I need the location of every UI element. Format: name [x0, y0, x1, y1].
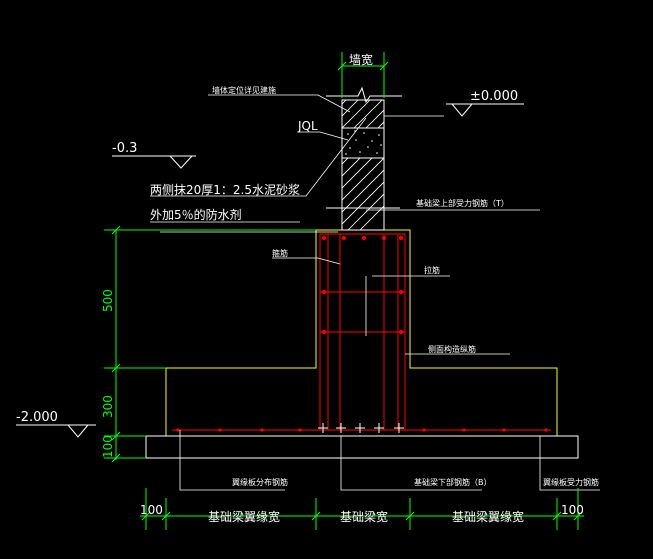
dim-h-100: 100	[101, 435, 115, 458]
wall-outline	[341, 99, 385, 231]
label-stirrup: 箍筋	[272, 248, 288, 258]
label-slab-main-bars: 翼缘板受力钢筋	[543, 477, 599, 487]
leader-slab-main	[539, 436, 600, 491]
elevation-marks	[16, 103, 524, 438]
label-slab-distribution-bars: 翼缘板分布钢筋	[232, 477, 288, 487]
elev-mark-03-tri	[169, 155, 193, 169]
label-top-bars: 基础梁上部受力钢筋（T）	[416, 198, 509, 208]
leader-wall-note	[208, 94, 351, 113]
dimension-lines	[104, 52, 584, 530]
label-mortar-line2: 外加5％的防水剂	[150, 207, 242, 222]
leader-bottom-bars	[340, 436, 482, 491]
elev-mark-2-tri	[67, 424, 89, 438]
leader-lines	[150, 94, 600, 491]
dim-wall-width: 墙宽	[349, 52, 373, 67]
dim-h-300: 300	[101, 395, 115, 418]
beam-and-flange-outline	[165, 229, 558, 436]
bedding-layer	[145, 435, 579, 459]
leader-stirrup	[272, 257, 341, 265]
dim-w-100-left: 100	[140, 503, 163, 517]
label-tie-bar: 拉筋	[424, 265, 440, 275]
rebar	[172, 233, 551, 431]
leader-mortar	[150, 117, 367, 197]
dim-flange-right: 基础梁翼缘宽	[452, 509, 524, 524]
label-elevation-minus-2: -2.000	[16, 410, 58, 425]
label-wall-position-note: 墙体定位详见建施	[212, 85, 276, 95]
concrete-outlines	[165, 229, 558, 436]
label-jql: JQL	[297, 119, 318, 133]
elev-mark-zero-tri	[451, 103, 473, 117]
label-elevation-zero: ±0.000	[470, 89, 518, 104]
dim-h-500: 500	[101, 289, 115, 312]
dim-flange-left: 基础梁翼缘宽	[208, 509, 280, 524]
rebar-dots	[176, 236, 548, 432]
bottom-bar-marks	[318, 423, 404, 433]
leader-slab-dist	[179, 430, 285, 491]
wall	[326, 86, 402, 231]
jql-ring-beam	[341, 127, 385, 159]
label-elevation-minus-03: -0.3	[112, 141, 137, 156]
leader-jql	[298, 131, 349, 141]
wall-break-line	[326, 86, 402, 104]
label-bottom-bars: 基础梁下部钢筋（B）	[414, 477, 492, 487]
dim-w-100-right: 100	[561, 503, 584, 517]
label-side-bars: 侧面构造纵筋	[428, 344, 476, 354]
label-mortar-line1: 两侧抹20厚1：2.5水泥砂浆	[150, 182, 300, 197]
jql-fill-dots	[345, 130, 382, 155]
dim-beam-width: 基础梁宽	[340, 509, 388, 524]
